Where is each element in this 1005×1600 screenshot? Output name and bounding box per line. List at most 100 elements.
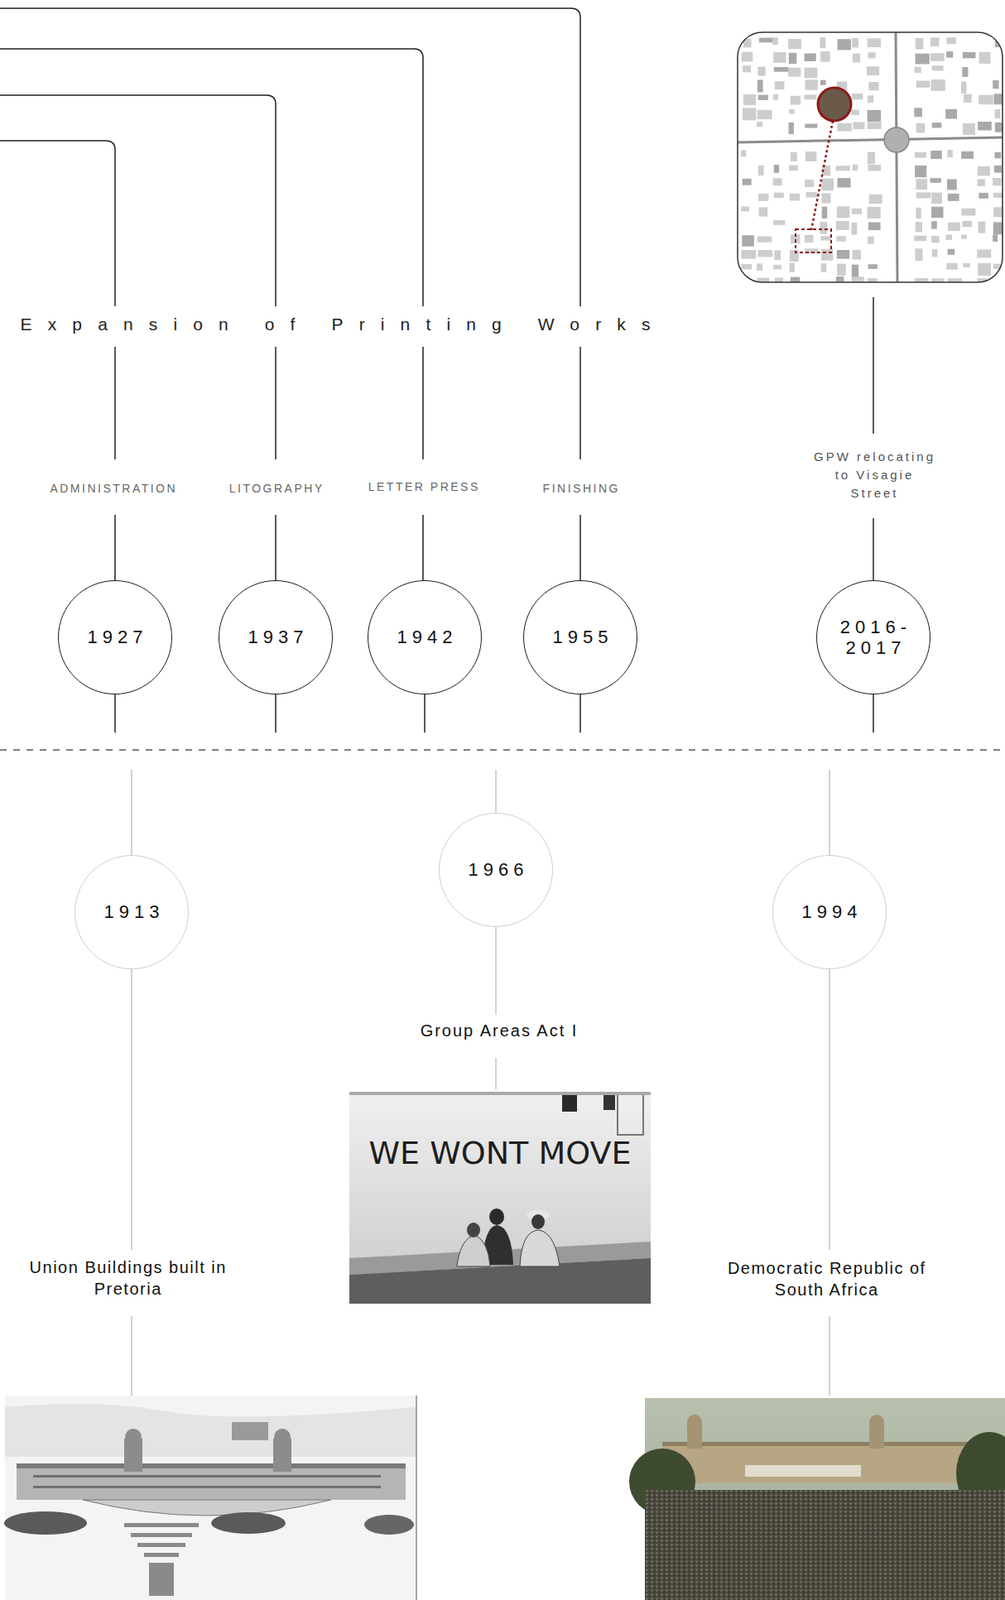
map-block: [867, 95, 874, 103]
union-buildings-sketch: [130, 1533, 193, 1538]
year-text: 1913: [99, 901, 165, 923]
year-circle: 1937: [218, 580, 333, 695]
map-block: [757, 67, 765, 77]
union-buildings-sketch: [33, 1475, 381, 1489]
bracket-lines: [0, 95, 276, 307]
map-block: [995, 38, 1003, 48]
map-block: [804, 124, 818, 129]
map-block: [774, 164, 779, 174]
map-block: [947, 222, 961, 231]
map-block: [804, 179, 814, 188]
group-areas-photo: [349, 1091, 651, 1096]
leader-lines: [579, 694, 582, 733]
leader-lines: [579, 514, 582, 581]
group-areas-photo: [456, 1235, 491, 1267]
map-block: [852, 53, 861, 63]
map-block: [866, 66, 880, 76]
map-block: [930, 37, 940, 47]
map-block: [790, 96, 801, 106]
map-block: [804, 94, 818, 100]
map-block: [914, 152, 927, 159]
map-block: [914, 165, 927, 178]
union-buildings-sketch: [274, 1428, 291, 1446]
group-areas-photo: [349, 1091, 651, 1304]
map-block: [993, 192, 1003, 198]
leader-lines: [872, 694, 875, 733]
group-areas-photo: [349, 1258, 651, 1304]
map-block: [914, 67, 922, 73]
map-block: [852, 121, 865, 130]
map-block: [836, 177, 851, 188]
map-block: [977, 166, 991, 177]
map-block: [932, 249, 938, 257]
map-block: [914, 248, 923, 261]
map-block: [757, 250, 773, 257]
leader-lines-light: [495, 769, 497, 813]
map-block: [947, 193, 960, 202]
map-block: [821, 249, 833, 261]
group-areas-photo: [466, 1222, 481, 1238]
map-block: [836, 264, 847, 276]
map-block: [851, 250, 861, 260]
map-block: [788, 67, 801, 77]
year-circle: 1913: [74, 855, 189, 970]
map-block: [790, 277, 800, 283]
leader-lines-light: [131, 769, 830, 1396]
1994-crowd-photo: [629, 1398, 1005, 1600]
map-block: [931, 192, 943, 205]
union-buildings-sketch: [231, 1422, 269, 1441]
map-block: [916, 81, 931, 88]
year-text: 1942: [392, 626, 458, 648]
year-text: 1927: [82, 626, 149, 648]
map-block: [931, 206, 943, 218]
bracket-lines: [0, 8, 581, 307]
map-block: [946, 51, 953, 58]
year-text: 1955: [548, 626, 614, 648]
map-block: [946, 37, 957, 44]
map-block: [852, 164, 858, 171]
map-block: [930, 150, 943, 159]
map-block: [867, 206, 881, 219]
map-block: [916, 192, 932, 198]
leader-lines: [579, 346, 582, 460]
map-block: [976, 249, 991, 258]
map-block: [836, 123, 852, 132]
map-block: [946, 235, 953, 241]
map-block: [742, 65, 751, 73]
map-block: [977, 178, 986, 187]
map-block: [806, 192, 818, 198]
city-map: [737, 32, 1003, 283]
year-circle: 1966: [438, 812, 553, 928]
map-block: [756, 263, 763, 271]
map-block: [773, 220, 785, 226]
union-buildings-sketch: [4, 1511, 87, 1535]
map-block: [742, 178, 752, 186]
leader-lines-light: [130, 969, 133, 1251]
leader-lines: [114, 694, 116, 733]
map-block: [804, 53, 817, 63]
city-map: [895, 32, 898, 283]
event-label: Democratic Republic of South Africa: [713, 1257, 939, 1301]
map-block: [757, 80, 764, 93]
map-block: [820, 80, 827, 86]
map-block: [915, 221, 923, 232]
union-buildings-sketch: [125, 1428, 142, 1446]
city-map: [737, 137, 1003, 143]
union-buildings-sketch: [137, 1543, 186, 1548]
map-block: [804, 235, 814, 243]
union-buildings-sketch: [4, 1404, 417, 1458]
year-circle: 1955: [523, 580, 638, 695]
map-block: [962, 123, 976, 135]
bracket-lines: [0, 48, 424, 307]
map-block: [789, 193, 800, 202]
union-buildings-sketch: [144, 1553, 179, 1558]
map-block: [789, 250, 799, 262]
map-block: [961, 208, 976, 217]
map-block: [758, 165, 765, 176]
map-block: [758, 193, 769, 202]
union-buildings-sketch: [16, 1463, 406, 1469]
year-circle: 1994: [772, 855, 887, 970]
union-buildings-sketch: [364, 1514, 414, 1535]
map-block: [867, 38, 882, 48]
